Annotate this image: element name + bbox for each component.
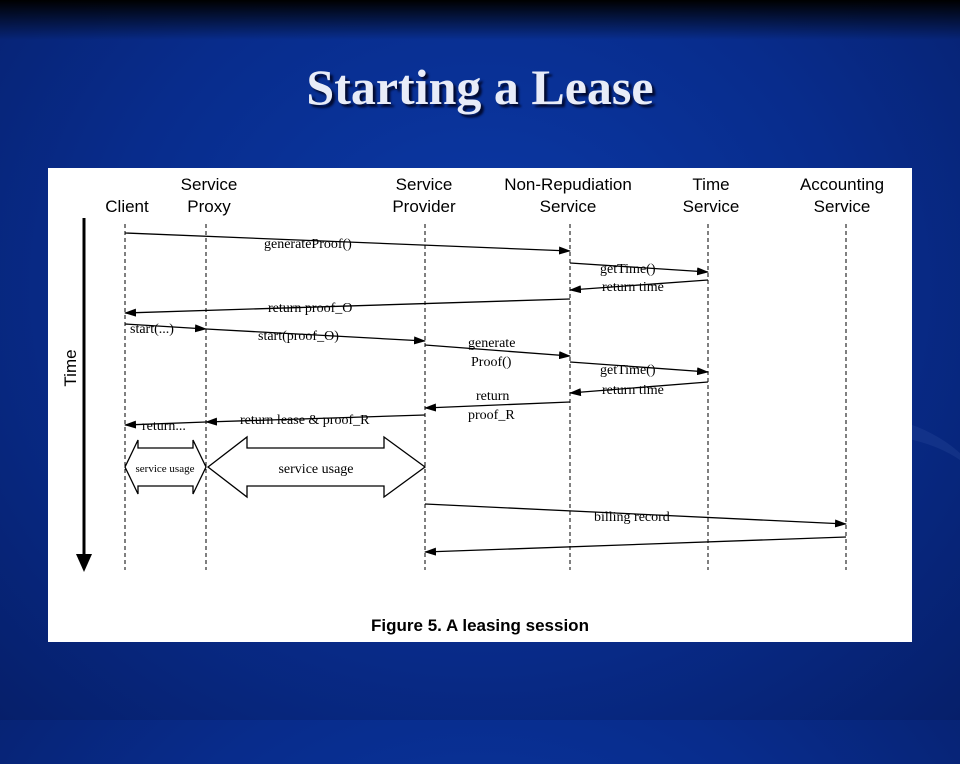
msg-billing-record-arrow — [424, 503, 847, 528]
msg-generate-proof-2-label-1: generate — [468, 336, 515, 351]
msg-return-proof-o-label: return proof_O — [268, 301, 352, 316]
msg-return-lease-arrow — [205, 414, 426, 426]
service-usage-large-block-arrow — [206, 435, 427, 499]
msg-start-proxy-label: start(...) — [130, 322, 174, 337]
msg-return-time-2-label: return time — [602, 383, 664, 398]
msg-return-time-1-arrow — [569, 279, 709, 294]
msg-get-time-1-label: getTime() — [600, 262, 656, 277]
participant-proxy-label-2: Proxy — [187, 197, 231, 216]
msg-generate-proof-2-label-2: Proof() — [471, 355, 512, 370]
msg-return-client-arrow — [124, 420, 207, 429]
msg-get-time-1-arrow — [569, 262, 709, 276]
participant-nonrep-label-2: Service — [540, 197, 597, 216]
slide-title: Starting a Lease — [306, 59, 654, 115]
msg-return-proof-r-arrow — [424, 401, 571, 412]
service-usage-small-block-arrow — [124, 439, 207, 495]
participant-time-label-1: Time — [692, 175, 729, 194]
participant-time-label-2: Service — [683, 197, 740, 216]
msg-get-time-2-label: getTime() — [600, 363, 656, 378]
msg-return-client-label: return... — [142, 419, 186, 434]
participant-client-label: Client — [105, 197, 149, 216]
msg-start-proof-o-label: start(proof_O) — [258, 329, 339, 344]
top-shade — [0, 0, 960, 40]
time-axis-arrowhead — [76, 554, 92, 572]
msg-generate-proof-label: generateProof() — [264, 237, 352, 252]
msg-return-proof-r-label-1: return — [476, 389, 509, 404]
msg-generate-proof-2-arrow — [424, 344, 571, 360]
msg-billing-return-arrow — [424, 536, 847, 556]
sequence-diagram-figure: Client Service Proxy Service Provider No… — [48, 168, 912, 642]
participant-provider-label-2: Provider — [392, 197, 456, 216]
msg-return-proof-r-label-2: proof_R — [468, 408, 515, 423]
msg-start-proof-o-arrow — [205, 328, 426, 345]
msg-get-time-2-arrow — [569, 361, 709, 376]
time-axis-label: Time — [61, 349, 80, 386]
participant-accounting-label-2: Service — [814, 197, 871, 216]
service-usage-small-label: service usage — [136, 463, 195, 475]
participant-provider-label-1: Service — [396, 175, 453, 194]
msg-return-time-1-label: return time — [602, 280, 664, 295]
msg-return-time-2-arrow — [569, 381, 709, 397]
msg-return-proof-o-arrow — [124, 298, 571, 317]
service-usage-large-label: service usage — [278, 462, 353, 477]
msg-generate-proof-arrow — [124, 232, 571, 255]
msg-billing-record-label: billing record — [594, 510, 670, 525]
msg-start-proxy-arrow — [124, 323, 207, 333]
figure-caption: Figure 5. A leasing session — [371, 616, 589, 635]
participant-proxy-label-1: Service — [181, 175, 238, 194]
participant-nonrep-label-1: Non-Repudiation — [504, 175, 632, 194]
msg-return-lease-label: return lease & proof_R — [240, 413, 370, 428]
participant-accounting-label-1: Accounting — [800, 175, 884, 194]
sequence-diagram: Client Service Proxy Service Provider No… — [61, 175, 884, 572]
